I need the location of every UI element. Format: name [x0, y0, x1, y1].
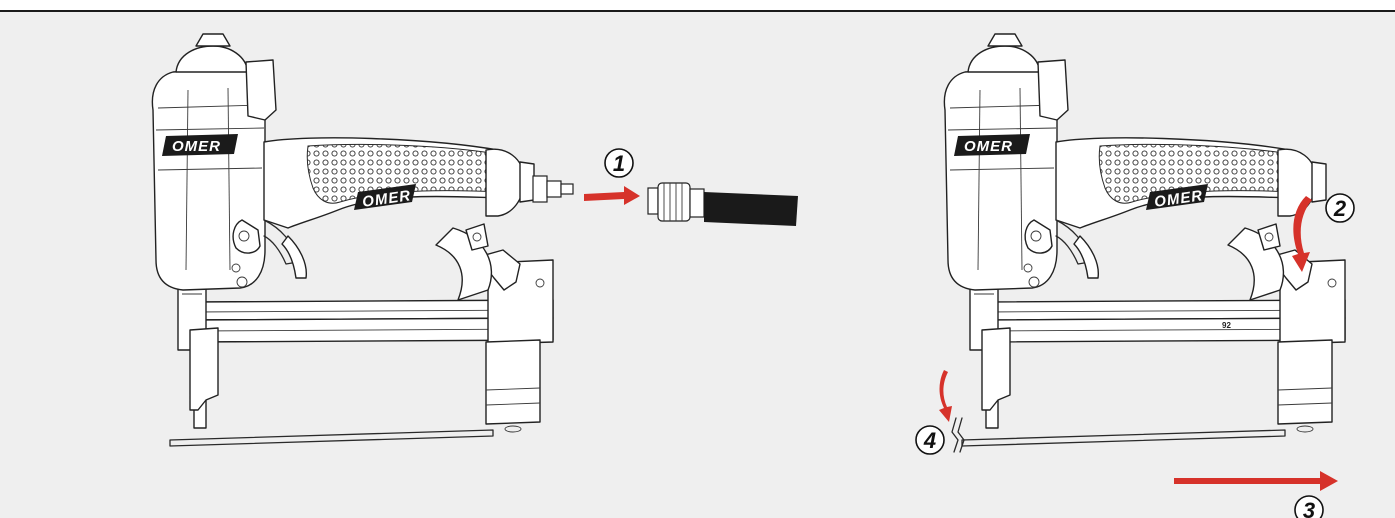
handle-logo-right: OMER — [1153, 187, 1204, 211]
step-4-number: 4 — [923, 428, 936, 453]
air-fitting-icon — [532, 175, 574, 203]
air-coupler-icon — [647, 182, 705, 222]
step-2-marker: 2 — [1325, 193, 1355, 223]
step-1-number: 1 — [613, 151, 625, 176]
step-4-marker: 4 — [915, 425, 945, 455]
head-logo-left: OMER — [172, 138, 221, 155]
handle-logo-left: OMER — [361, 187, 412, 211]
curved-arrow-icon — [1292, 196, 1312, 272]
step-3-number: 3 — [1303, 498, 1315, 518]
stapler-right: OMER OMER 92 — [943, 33, 1346, 447]
head-logo-right: OMER — [964, 138, 1013, 155]
red-arrow-icon — [584, 186, 640, 205]
step-3-marker: 3 — [1294, 495, 1324, 518]
step-2-number: 2 — [1333, 196, 1347, 221]
top-rule — [0, 0, 1395, 12]
magazine-label: 92 — [1222, 321, 1231, 330]
step-1-marker: 1 — [604, 148, 634, 178]
slide-arrow-icon — [1174, 471, 1338, 491]
staple-icon — [951, 417, 965, 453]
remove-arrow-icon — [939, 370, 952, 422]
air-hose-icon — [704, 192, 798, 226]
stapler-left: OMER OMER — [151, 33, 554, 447]
